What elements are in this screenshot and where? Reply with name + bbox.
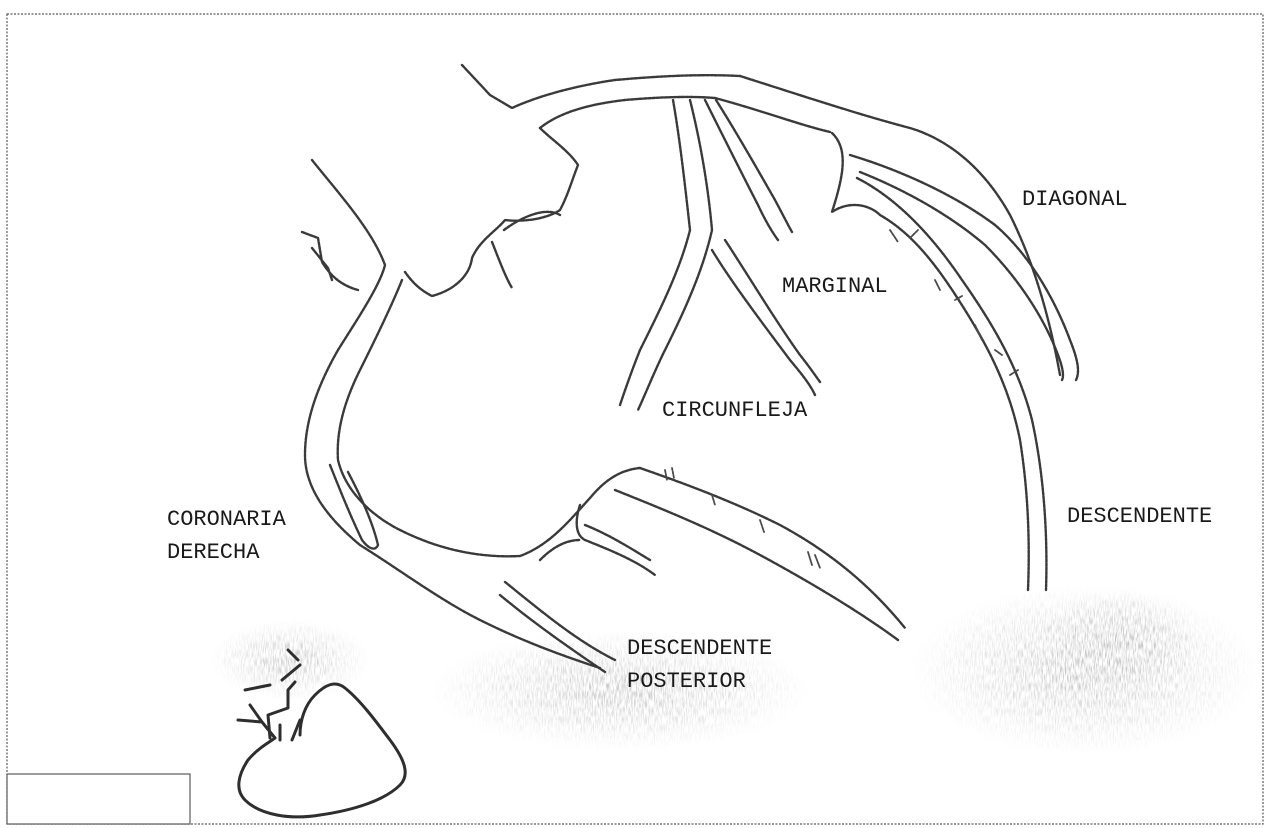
corner-box [7,774,190,824]
rca-marginal [330,465,378,549]
marginal-outer [705,100,778,240]
aorta-left-wall [462,65,740,108]
rca-to-posterior-inner [400,468,640,556]
descendente-right [857,178,1046,590]
circunfleja-outer [620,100,690,405]
label-coronaria-line1: CORONARIA [167,507,287,532]
marginal-inner [716,100,792,232]
posterolateral-side-branches [665,468,820,568]
label-descendente: DESCENDENTE [1067,504,1212,529]
label-posterior-line1: DESCENDENTE [627,636,772,661]
rca-inner [338,280,402,530]
aorta-right-wall [540,97,715,128]
label-circunfleja: CIRCUNFLEJA [662,398,808,423]
circunfleja-inner [638,100,712,410]
label-diagonal: DIAGONAL [1022,187,1128,212]
descendente-septal-branches [890,230,1018,375]
label-posterior-line2: POSTERIOR [627,669,746,694]
descendente-left [832,133,1029,590]
marginal-lower [725,240,820,382]
label-coronaria-line2: DERECHA [167,540,260,565]
label-marginal: MARGINAL [782,274,888,299]
rca-branch-left [302,232,358,290]
rca-outer [305,160,385,545]
circunfleja-branch [712,250,815,395]
